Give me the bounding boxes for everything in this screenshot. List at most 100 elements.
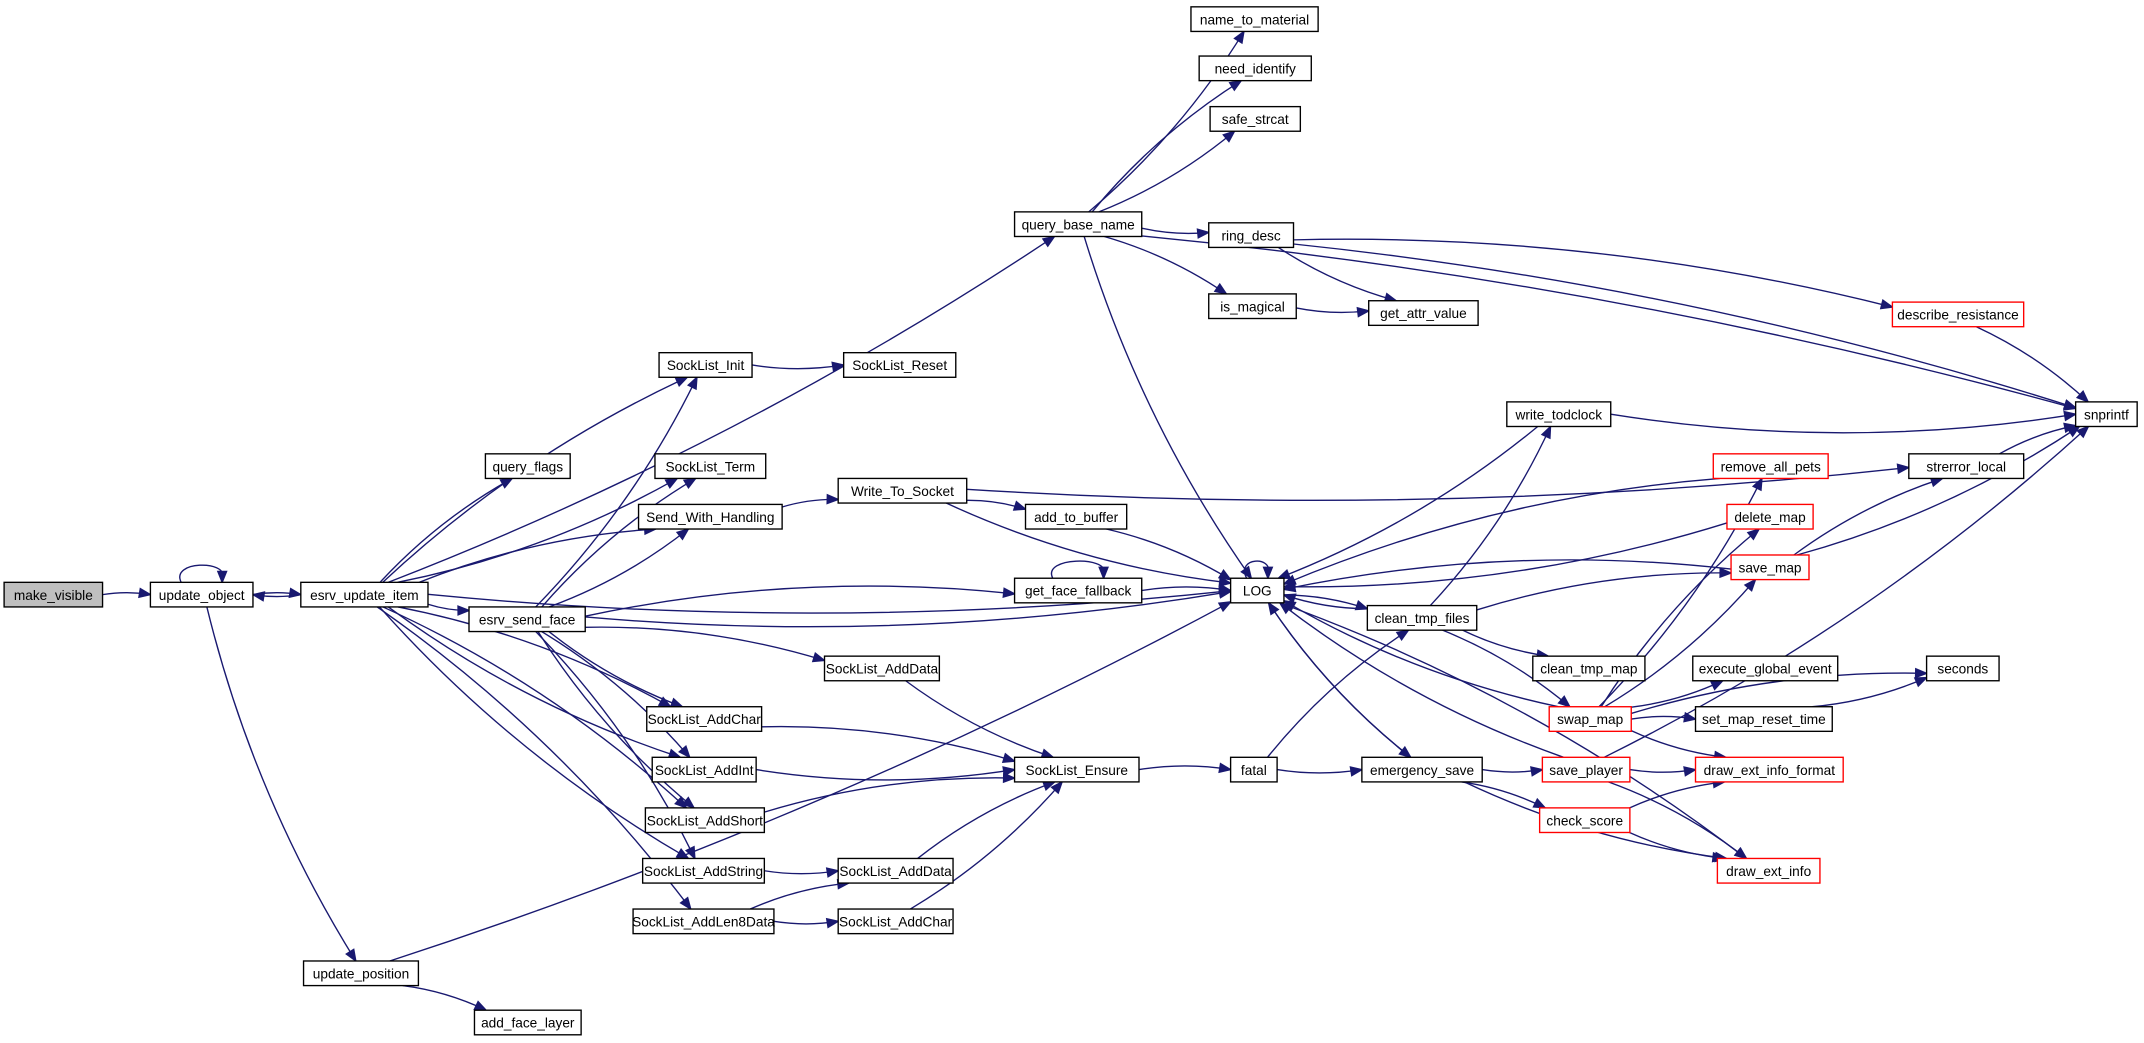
node-write-todclock[interactable]: write_todclock [1506,401,1612,428]
node-socklist-addint[interactable]: SockList_AddInt [651,756,757,783]
node-socklist-term[interactable]: SockList_Term [654,453,767,480]
node-box[interactable] [484,453,571,480]
node-box[interactable] [468,606,586,633]
node-update-object[interactable]: update_object [149,581,254,608]
node-emergency-save[interactable]: emergency_save [1361,756,1483,783]
node-execute-global-event[interactable]: execute_global_event [1692,655,1839,682]
node-box[interactable] [837,857,954,884]
node-get-attr-value[interactable]: get_attr_value [1368,300,1479,327]
node-update-position[interactable]: update_position [302,960,420,987]
node-box[interactable] [1730,554,1810,581]
node-esrv-send-face[interactable]: esrv_send_face [468,606,586,633]
node-socklist-reset[interactable]: SockList_Reset [842,351,957,378]
node-box[interactable] [1506,401,1612,428]
node-box[interactable] [1726,503,1814,530]
node-socklist-ensure[interactable]: SockList_Ensure [1013,756,1140,783]
node-socklist-addchar-2[interactable]: SockList_AddChar [837,908,954,935]
node-box[interactable] [1694,706,1833,733]
node-swap-map[interactable]: swap_map [1548,706,1632,733]
node-esrv-update-item[interactable]: esrv_update_item [300,581,429,608]
node-box[interactable] [1925,655,2000,682]
node-box[interactable] [1013,756,1140,783]
node-box[interactable] [300,581,429,608]
node-strerror-local[interactable]: strerror_local [1908,453,2025,480]
node-ring-desc[interactable]: ring_desc [1208,222,1295,249]
node-snprintf[interactable]: snprintf [2074,401,2138,428]
node-save-map[interactable]: save_map [1730,554,1810,581]
node-socklist-addlen8data[interactable]: SockList_AddLen8Data [632,908,775,935]
node-box[interactable] [1541,756,1631,783]
node-name-to-material[interactable]: name_to_material [1190,6,1319,33]
node-socklist-addchar-1[interactable]: SockList_AddChar [646,706,763,733]
node-box[interactable] [1366,604,1478,631]
node-box[interactable] [1532,655,1646,682]
node-box[interactable] [1712,453,1829,480]
node-socklist-init[interactable]: SockList_Init [658,351,753,378]
node-box[interactable] [1692,655,1839,682]
node-box[interactable] [1908,453,2025,480]
node-box[interactable] [3,581,104,608]
node-query-flags[interactable]: query_flags [484,453,571,480]
node-box[interactable] [2074,401,2138,428]
node-box[interactable] [641,857,766,884]
node-box[interactable] [837,477,968,504]
node-describe-resistance[interactable]: describe_resistance [1891,301,2025,328]
node-box[interactable] [658,351,753,378]
node-query-base-name[interactable]: query_base_name [1013,211,1143,238]
node-box[interactable] [637,503,783,530]
node-box[interactable] [837,908,954,935]
node-box[interactable] [1716,857,1821,884]
node-box[interactable] [1013,577,1143,604]
node-box[interactable] [632,908,775,935]
node-get-face-fallback[interactable]: get_face_fallback [1013,577,1143,604]
node-box[interactable] [1891,301,2025,328]
node-socklist-addstring[interactable]: SockList_AddString [641,857,766,884]
node-box[interactable] [1024,503,1128,530]
node-box[interactable] [1694,756,1844,783]
node-draw-ext-info-format[interactable]: draw_ext_info_format [1694,756,1844,783]
node-check-score[interactable]: check_score [1538,807,1631,834]
node-box[interactable] [1208,222,1295,249]
node-safe-strcat[interactable]: safe_strcat [1209,105,1302,132]
node-is-magical[interactable]: is_magical [1208,293,1297,320]
node-box[interactable] [302,960,420,987]
node-write-to-socket[interactable]: Write_To_Socket [837,477,968,504]
node-socklist-adddata-1[interactable]: SockList_AddData [823,655,941,682]
node-seconds[interactable]: seconds [1925,655,2000,682]
node-box[interactable] [646,706,763,733]
node-save-player[interactable]: save_player [1541,756,1631,783]
node-box[interactable] [1190,6,1319,33]
node-box[interactable] [1368,300,1479,327]
node-box[interactable] [1013,211,1143,238]
node-box[interactable] [1209,105,1302,132]
node-clean-tmp-map[interactable]: clean_tmp_map [1532,655,1646,682]
node-box[interactable] [651,756,757,783]
node-draw-ext-info[interactable]: draw_ext_info [1716,857,1821,884]
node-box[interactable] [1198,55,1312,82]
node-remove-all-pets[interactable]: remove_all_pets [1712,453,1829,480]
node-box[interactable] [1548,706,1632,733]
node-box[interactable] [654,453,767,480]
node-fatal[interactable]: fatal [1229,756,1278,783]
node-delete-map[interactable]: delete_map [1726,503,1814,530]
node-box[interactable] [1229,577,1285,604]
node-box[interactable] [1361,756,1483,783]
node-add-to-buffer[interactable]: add_to_buffer [1024,503,1128,530]
node-clean-tmp-files[interactable]: clean_tmp_files [1366,604,1478,631]
node-set-map-reset-time[interactable]: set_map_reset_time [1694,706,1833,733]
node-log[interactable]: LOG [1229,577,1285,604]
node-socklist-adddata-2[interactable]: SockList_AddData [837,857,954,884]
node-add-face-layer[interactable]: add_face_layer [473,1009,582,1036]
node-box[interactable] [1229,756,1278,783]
node-need-identify[interactable]: need_identify [1198,55,1312,82]
node-box[interactable] [473,1009,582,1036]
node-box[interactable] [644,807,766,834]
node-box[interactable] [149,581,254,608]
node-box[interactable] [1208,293,1297,320]
node-make-visible[interactable]: make_visible [3,581,104,608]
node-box[interactable] [1538,807,1631,834]
node-box[interactable] [823,655,941,682]
node-socklist-addshort[interactable]: SockList_AddShort [644,807,766,834]
node-box[interactable] [842,351,957,378]
node-send-with-handling[interactable]: Send_With_Handling [637,503,783,530]
